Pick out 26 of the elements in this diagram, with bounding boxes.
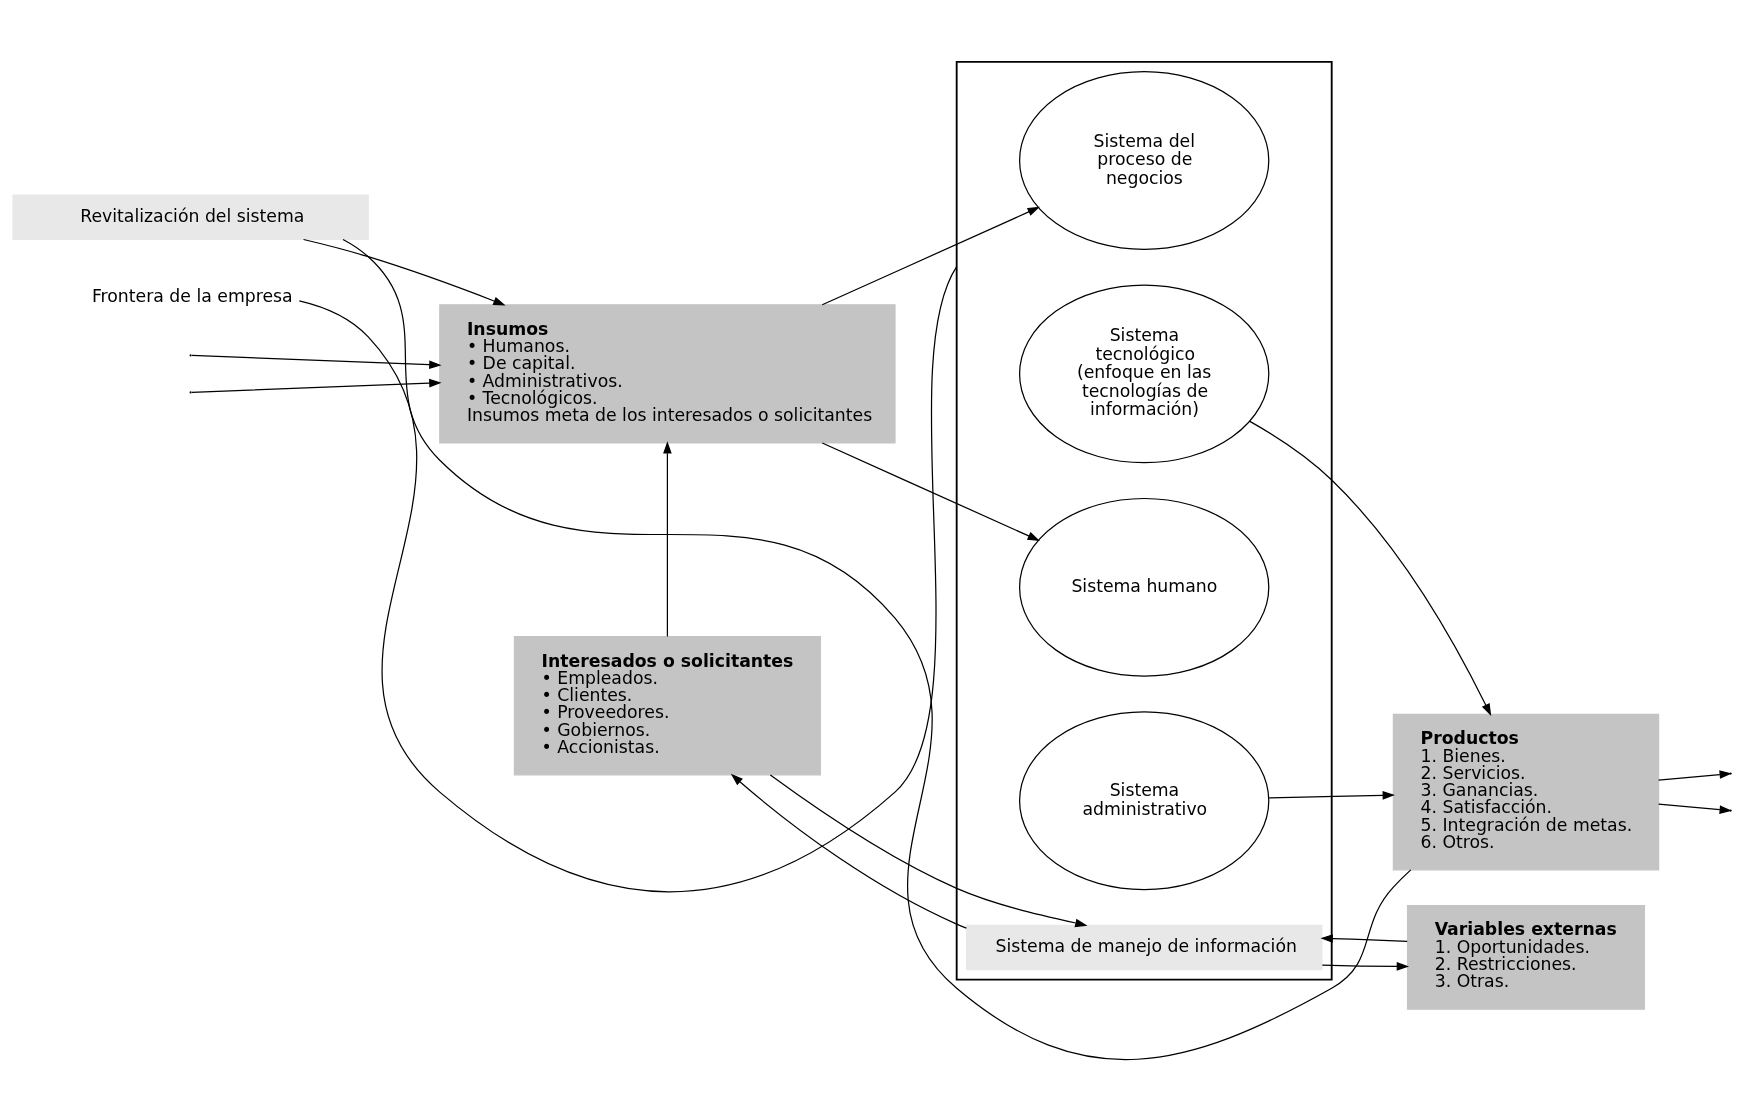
node-ellipse: Sistema tecnológico (enfoque en las tecnologías de información) [1018, 283, 1270, 463]
node-box: Sistema de manejo de información [965, 924, 1323, 970]
arrow [1321, 961, 1410, 971]
arrow [821, 441, 1040, 541]
arrow [1268, 790, 1395, 800]
node-ellipse: Sistema humano [1018, 497, 1270, 677]
node-box: Insumos • Humanos. • De capital. • Administrativos. • Tecnológicos. Insumos meta de los interesados o solicitantes [439, 303, 896, 444]
node-box: Productos 1. Bienes. 2. Servicios. 3. Ganancias. 4. Satisfacción. 5. Integración de metas. 6. Otros. [1392, 713, 1660, 870]
arrow [1249, 420, 1492, 716]
connector [298, 265, 958, 892]
node-text: Frontera de la empresa [91, 285, 293, 306]
connector [342, 238, 1412, 1060]
arrow [663, 440, 672, 637]
arrow [1320, 933, 1408, 943]
arrow [191, 354, 442, 369]
node-box: Revitalización del sistema [12, 193, 369, 240]
node-box: Variables externas 1. Oportunidades. 2. Restricciones. 3. Otras. [1406, 904, 1646, 1010]
node-ellipse: Sistema administrativo [1018, 710, 1270, 890]
arrow [191, 378, 442, 393]
arrow [730, 773, 967, 929]
arrow [769, 773, 1088, 927]
arrow [821, 206, 1040, 305]
node-ellipse: Sistema del proceso de negocios [1018, 70, 1270, 250]
node-box: Interesados o solicitantes • Empleados. • Clientes. • Proveedores. • Gobiernos. • Accionistas. [513, 635, 821, 775]
arrow [1658, 802, 1732, 814]
arrow [302, 238, 506, 305]
